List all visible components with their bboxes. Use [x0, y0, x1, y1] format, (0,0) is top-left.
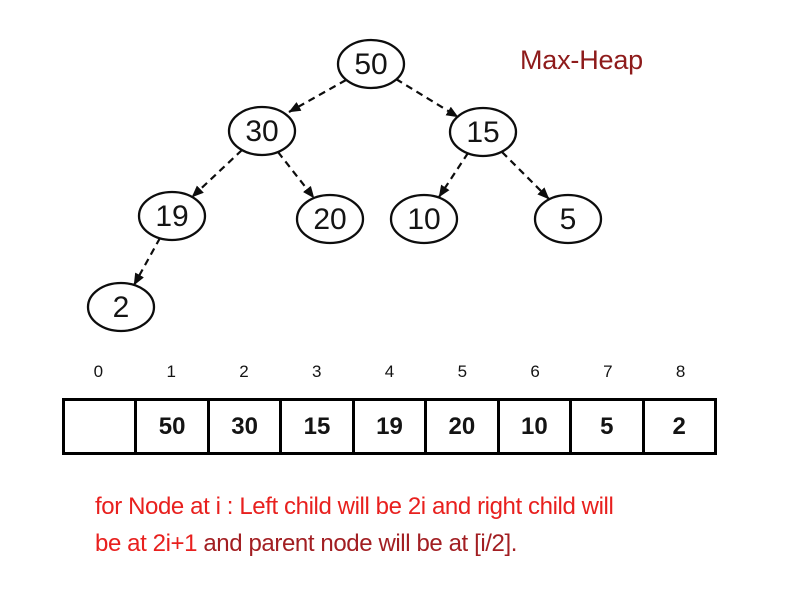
tree-node-15-label: 15: [466, 116, 499, 149]
edge-30-19: [191, 149, 243, 198]
array-cell: 19: [351, 401, 424, 452]
array-index: 7: [603, 362, 613, 381]
array-index: 5: [457, 362, 468, 381]
tree-node-20: 20: [295, 193, 365, 245]
tree-node-5-label: 5: [560, 203, 577, 236]
tree-node-2: 2: [86, 281, 156, 333]
array-index: 3: [312, 362, 322, 381]
tree-node-19-label: 19: [155, 200, 188, 233]
tree-node-15: 15: [448, 106, 518, 158]
heap-array: 50 30 15 19 20 10 5 2: [62, 398, 717, 455]
edge-50-30: [288, 79, 347, 113]
tree-node-5: 5: [533, 193, 603, 245]
edge-50-15: [395, 78, 459, 118]
array-cell: 2: [641, 401, 714, 452]
note-line2-dark: and parent node will be at [i/2].: [203, 530, 518, 557]
tree-node-30: 30: [227, 105, 297, 157]
edge-30-20: [277, 151, 315, 199]
array-cell: 50: [134, 401, 206, 452]
array-cell: 20: [424, 401, 496, 452]
index-formula-note: for Node at i : Left child will be 2i an…: [95, 488, 775, 562]
array-cell: 30: [206, 401, 279, 452]
edge-19-2: [133, 237, 161, 286]
array-index: 6: [530, 362, 540, 381]
tree-node-50: 50: [336, 38, 406, 90]
tree-node-19: 19: [137, 190, 207, 242]
array-index: 0: [93, 362, 104, 381]
array-index: 2: [239, 362, 249, 381]
edge-15-10: [438, 152, 469, 198]
array-index: 4: [384, 362, 395, 381]
diagram-title: Max-Heap: [520, 45, 643, 75]
tree-node-30-label: 30: [245, 115, 278, 148]
note-line1: for Node at i : Left child will be 2i an…: [95, 493, 614, 520]
array-cell: 15: [279, 401, 351, 452]
tree-node-50-label: 50: [354, 48, 387, 81]
tree-node-20-label: 20: [313, 203, 346, 236]
heap-tree: 50 30 15 19 20 10 5 2: [86, 38, 603, 333]
tree-node-2-label: 2: [113, 291, 130, 324]
array-index: 1: [166, 362, 176, 381]
tree-node-10-label: 10: [407, 203, 440, 236]
array-cell: [65, 401, 134, 452]
note-line2-bright: be at 2i+1: [95, 530, 204, 557]
array-cell: 10: [496, 401, 569, 452]
edge-15-5: [501, 151, 550, 200]
tree-node-10: 10: [389, 193, 459, 245]
array-index: 8: [675, 362, 686, 381]
array-cell: 5: [569, 401, 641, 452]
array-index-row: 0 1 2 3 4 5 6 7 8: [62, 360, 717, 384]
